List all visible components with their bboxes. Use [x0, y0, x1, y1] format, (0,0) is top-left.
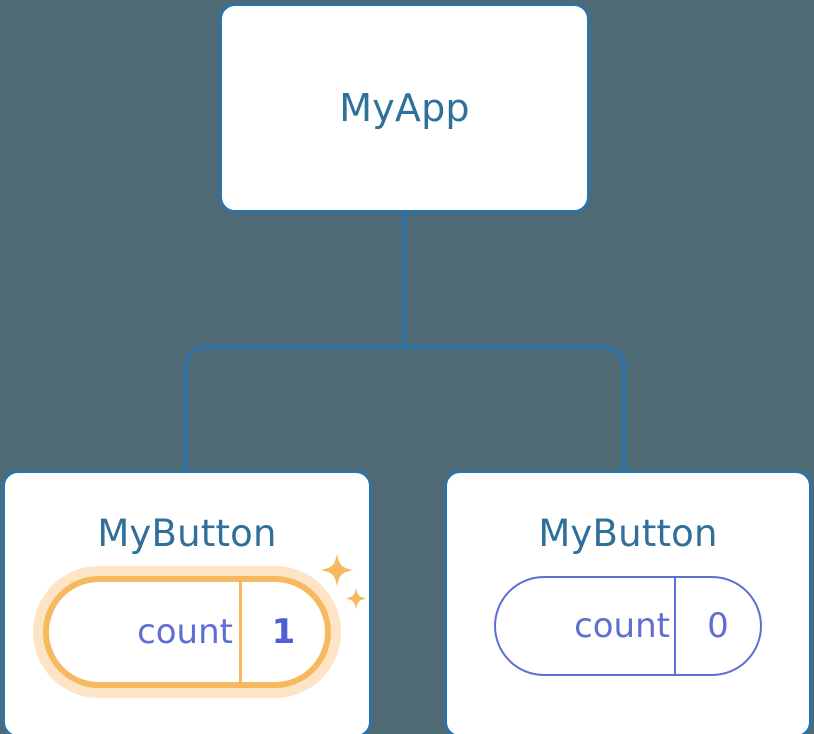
- prop-pill-count-left[interactable]: count 1: [43, 576, 331, 688]
- sparkle-small-icon: [345, 588, 367, 609]
- connector-branch-left: [184, 345, 405, 472]
- node-mybutton-right[interactable]: MyButton count 0: [444, 470, 812, 734]
- prop-pill-wrapper-left: count 1: [43, 554, 367, 688]
- node-myapp-title: MyApp: [339, 86, 470, 130]
- prop-pill-count-right[interactable]: count 0: [494, 576, 762, 676]
- prop-pill-wrapper-right: count 0: [494, 576, 762, 676]
- prop-key-left: count: [137, 612, 233, 652]
- prop-value-left: 1: [239, 582, 325, 682]
- node-mybutton-left-title: MyButton: [97, 512, 277, 555]
- prop-key-right: count: [574, 606, 670, 646]
- node-mybutton-left[interactable]: MyButton count 1: [2, 470, 372, 734]
- sparkle-large-icon: [321, 554, 353, 586]
- connector-branch-right: [404, 345, 626, 472]
- node-mybutton-right-title: MyButton: [538, 512, 718, 555]
- node-myapp[interactable]: MyApp: [219, 3, 590, 213]
- prop-value-right: 0: [674, 578, 760, 674]
